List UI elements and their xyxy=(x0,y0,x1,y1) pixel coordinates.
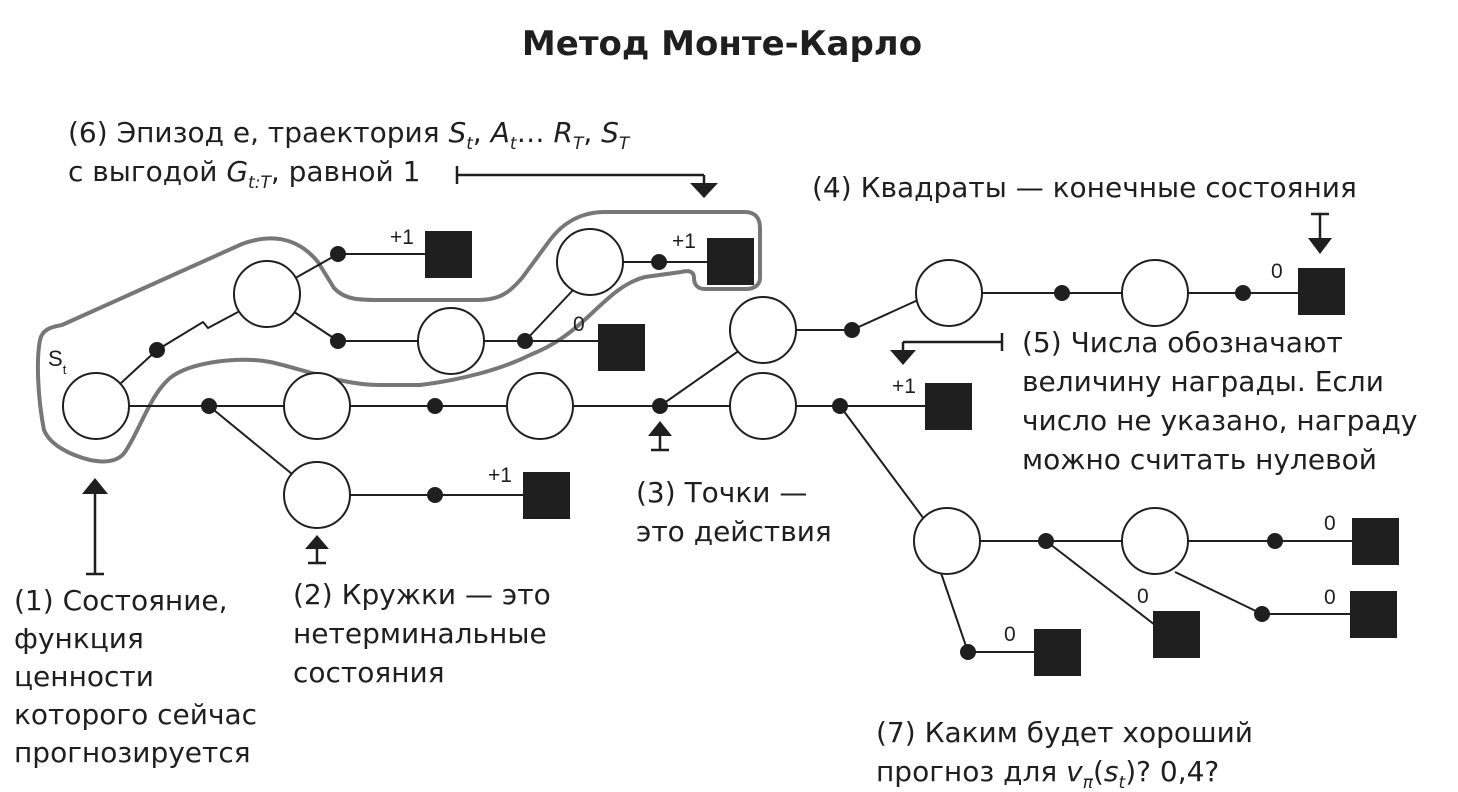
state-circle xyxy=(283,372,351,440)
state-circle xyxy=(915,259,983,327)
action-dot xyxy=(330,333,346,349)
question-annotation-line1: (7) Каким будет хороший xyxy=(876,716,1253,749)
state-circle xyxy=(1121,259,1189,327)
svg-text:ценности: ценности xyxy=(14,660,154,693)
svg-text:функция: функция xyxy=(14,622,144,655)
svg-text:это действия: это действия xyxy=(636,515,832,548)
question-annotation-line2: прогноз для vπ(st)? 0,4? xyxy=(876,755,1219,792)
action-dot xyxy=(1267,533,1283,549)
reward-label: +1 xyxy=(672,230,696,253)
annotation-pointers xyxy=(82,166,1332,576)
edges xyxy=(95,253,1352,653)
action-dot xyxy=(330,246,346,262)
action-dot xyxy=(1054,285,1070,301)
svg-text:(2) Кружки — это: (2) Кружки — это xyxy=(293,578,551,611)
svg-text:которого сейчас: которого сейчас xyxy=(14,698,257,731)
state-circle xyxy=(913,507,981,575)
svg-text:число не указано, награду: число не указано, награду xyxy=(1022,404,1417,437)
terminal-square xyxy=(707,238,754,285)
svg-text:(1) Состояние,: (1) Состояние, xyxy=(14,584,228,617)
episode-annotation-line2: с выгодой Gt:T, равной 1 xyxy=(68,155,420,193)
terminal-square xyxy=(523,472,570,519)
circles-annotation: (2) Кружки — это нетерминальные состояни… xyxy=(293,578,551,689)
action-dot xyxy=(517,333,533,349)
start-state-circle xyxy=(62,372,130,440)
action-dot xyxy=(651,254,667,270)
action-dot xyxy=(844,322,860,338)
terminal-square xyxy=(1298,268,1345,315)
action-dot xyxy=(149,342,165,358)
state-circle xyxy=(729,296,797,364)
action-dot xyxy=(1038,533,1054,549)
terminal-square xyxy=(425,231,472,278)
svg-text:величину награды. Если: величину награды. Если xyxy=(1022,365,1384,398)
svg-text:можно считать нулевой: можно считать нулевой xyxy=(1022,443,1377,476)
reward-label: +1 xyxy=(488,464,512,487)
terminal-square xyxy=(1153,611,1200,658)
state-circle xyxy=(233,260,301,328)
action-dot xyxy=(1235,285,1251,301)
dots-annotation: (3) Точки — это действия xyxy=(636,476,832,548)
terminal-square xyxy=(1350,591,1397,638)
action-dot xyxy=(652,398,668,414)
state-circle xyxy=(417,307,485,375)
reward-label: 0 xyxy=(1004,623,1016,646)
reward-label: 0 xyxy=(1324,512,1336,535)
episode-outline xyxy=(35,210,762,464)
reward-label: 0 xyxy=(573,313,585,336)
reward-label: 0 xyxy=(1271,260,1283,283)
state-circle xyxy=(283,461,351,529)
action-dot xyxy=(427,487,443,503)
reward-label: 0 xyxy=(1324,586,1336,609)
state-circle xyxy=(1121,507,1189,575)
action-dot xyxy=(960,644,976,660)
state-circle xyxy=(556,228,624,296)
reward-label: +1 xyxy=(390,226,414,249)
state-circle xyxy=(506,372,574,440)
squares-annotation: (4) Квадраты — конечные состояния xyxy=(812,171,1357,204)
svg-text:(3) Точки —: (3) Точки — xyxy=(636,476,807,509)
diagram-title: Метод Монте-Карло xyxy=(522,24,922,64)
terminal-square xyxy=(925,383,972,430)
terminal-square xyxy=(1034,629,1081,676)
svg-text:(5) Числа обозначают: (5) Числа обозначают xyxy=(1022,326,1343,359)
terminal-square xyxy=(598,324,645,371)
reward-label: +1 xyxy=(892,375,916,398)
action-dot xyxy=(1254,606,1270,622)
reward-label: 0 xyxy=(1137,585,1149,608)
svg-text:состояния: состояния xyxy=(293,656,445,689)
state-annotation: (1) Состояние, функция ценности которого… xyxy=(14,584,257,769)
episode-annotation-line1: (6) Эпизод e, траектория St, At… RT, ST xyxy=(68,116,631,154)
action-dot xyxy=(832,398,848,414)
terminal-square xyxy=(1352,518,1399,565)
action-dot xyxy=(427,398,443,414)
svg-text:нетерминальные: нетерминальные xyxy=(293,617,547,650)
numbers-annotation: (5) Числа обозначают величину награды. Е… xyxy=(1022,326,1417,476)
svg-text:прогнозируется: прогнозируется xyxy=(14,736,251,769)
action-dot xyxy=(201,398,217,414)
start-state-label: St xyxy=(48,346,67,377)
state-circle xyxy=(729,372,797,440)
